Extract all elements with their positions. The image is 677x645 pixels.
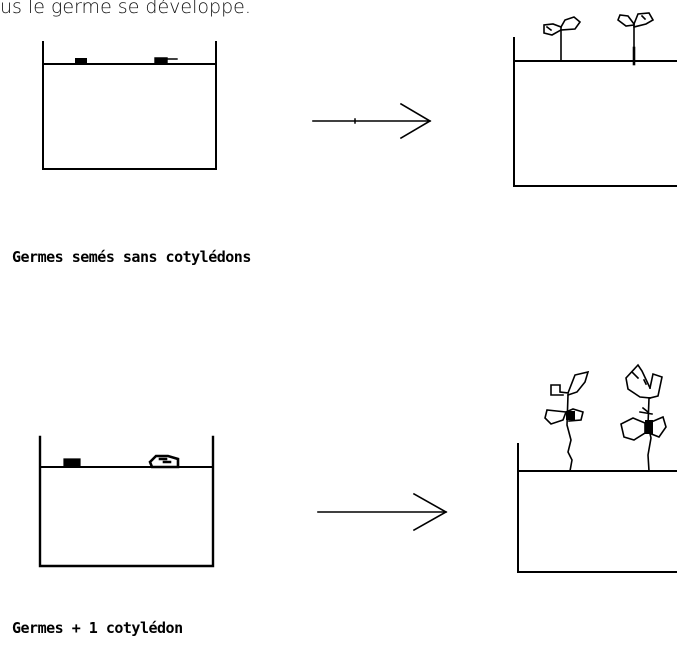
seedling-1 — [543, 16, 582, 62]
container-right-2 — [517, 363, 677, 573]
panel-2 — [38, 363, 677, 573]
seedling-3 — [544, 370, 590, 472]
caption-panel-2: Germes + 1 cotylédon — [12, 619, 183, 637]
arrow-2 — [317, 492, 448, 532]
caption-panel-1: Germes semés sans cotylédons — [12, 248, 251, 266]
container-left-1 — [42, 41, 217, 170]
seed-3 — [63, 458, 81, 468]
header-partial-text: us le germe se développe. — [0, 0, 251, 18]
seed-4 — [148, 454, 180, 469]
seedling-4 — [620, 363, 667, 472]
seedling-2 — [617, 12, 655, 66]
arrow-1 — [312, 102, 432, 140]
container-right-1 — [513, 12, 677, 187]
container-left-2 — [38, 435, 215, 568]
panel-1 — [42, 12, 677, 187]
seed-2 — [154, 57, 178, 65]
seed-1 — [75, 58, 87, 64]
